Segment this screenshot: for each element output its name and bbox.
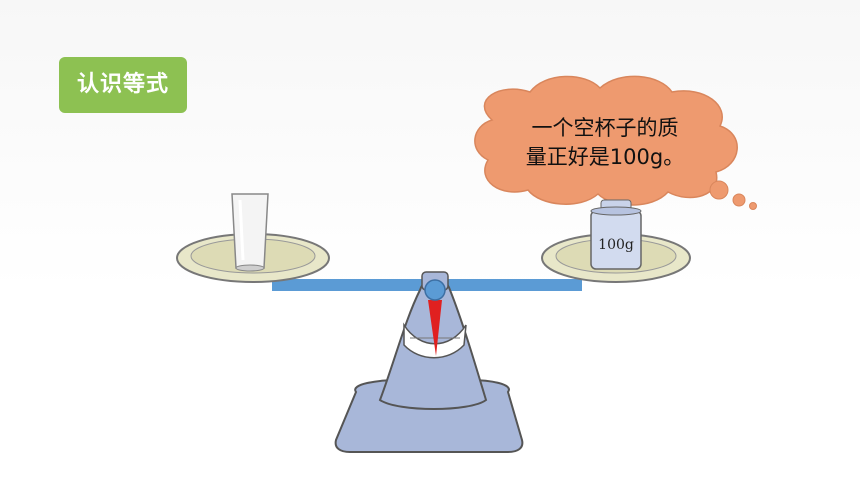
speech-line-2: 量正好是100g。 [525,145,685,169]
scale-body [334,271,524,453]
section-title-badge: 认识等式 [59,57,187,113]
weight-block [590,199,642,270]
empty-cup [231,193,269,272]
speech-line-1: 一个空杯子的质 [531,116,679,140]
weight-label: 100g [598,237,634,253]
thought-bubble [474,75,757,210]
scale-pointer [428,300,442,356]
pivot-knob [424,279,446,301]
speech-bubble-text: 一个空杯子的质 量正好是100g。 [505,114,705,172]
